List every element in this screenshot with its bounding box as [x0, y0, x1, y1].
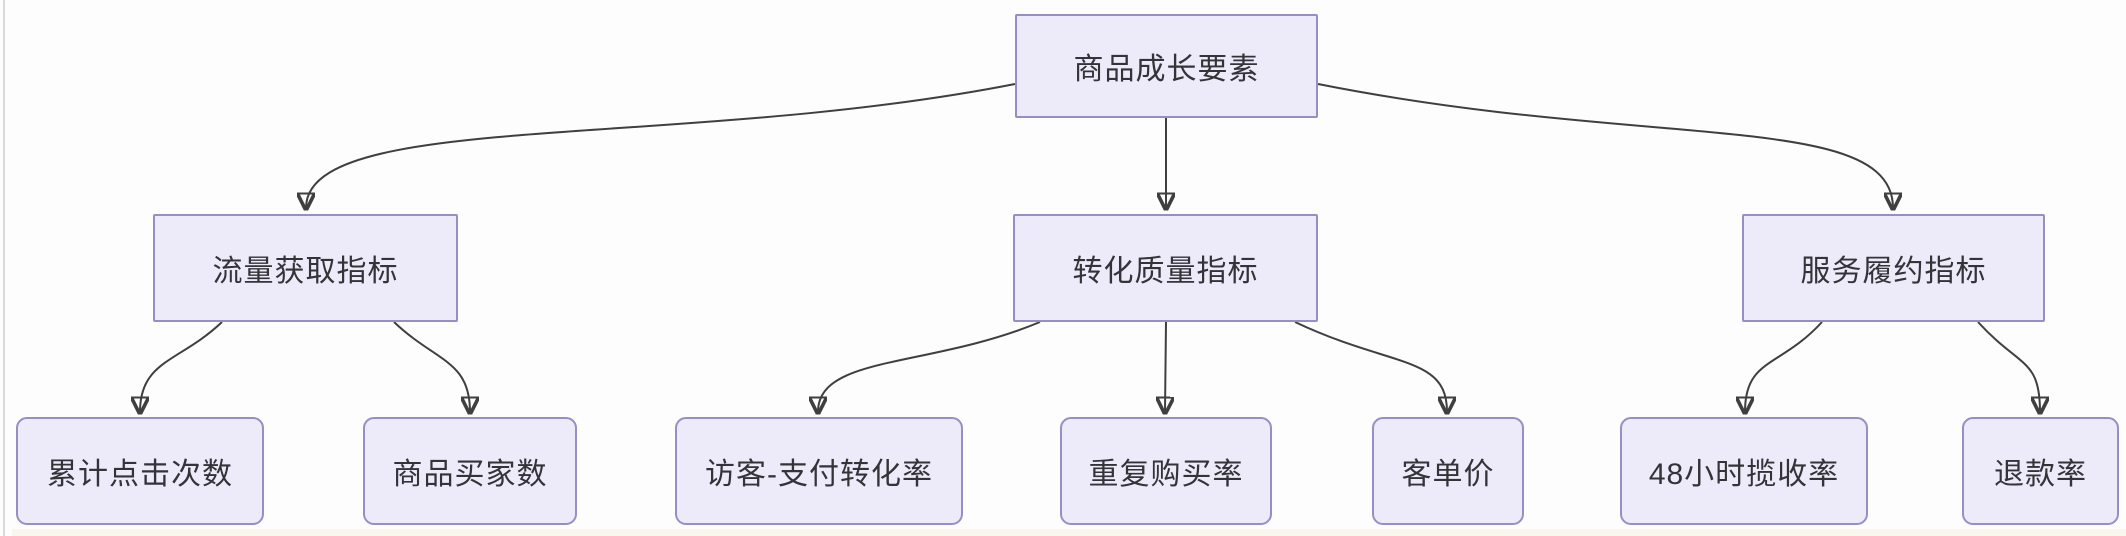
node-traffic-metrics: 流量获取指标: [153, 214, 458, 322]
edge-root-to-traffic: [306, 83, 1016, 208]
node-product-buyers: 商品买家数: [363, 417, 577, 525]
node-48h-pickup-rate: 48小时揽收率: [1620, 417, 1868, 525]
node-cumulative-clicks: 累计点击次数: [16, 417, 264, 525]
page-left-divider: [3, 0, 5, 536]
node-root: 商品成长要素: [1015, 14, 1318, 118]
edge-conversion-to-pay-rate: [818, 321, 1041, 412]
page-bottom-highlight: [12, 529, 2126, 536]
edge-traffic-to-buyers: [393, 321, 470, 412]
edge-service-to-refund-rate: [1977, 321, 2040, 412]
node-conversion-metrics: 转化质量指标: [1013, 214, 1318, 322]
edge-conversion-to-repeat-rate: [1165, 321, 1166, 412]
edge-traffic-to-clicks: [140, 321, 223, 412]
node-refund-rate: 退款率: [1962, 417, 2119, 525]
node-average-order-value: 客单价: [1372, 417, 1524, 525]
node-repeat-purchase-rate: 重复购买率: [1060, 417, 1272, 525]
edge-conversion-to-aov: [1294, 321, 1447, 412]
node-service-metrics: 服务履约指标: [1742, 214, 2045, 322]
node-visitor-payment-conversion-rate: 访客-支付转化率: [675, 417, 963, 525]
edge-root-to-service: [1317, 83, 1893, 208]
edge-service-to-pickup-48h: [1745, 321, 1823, 412]
